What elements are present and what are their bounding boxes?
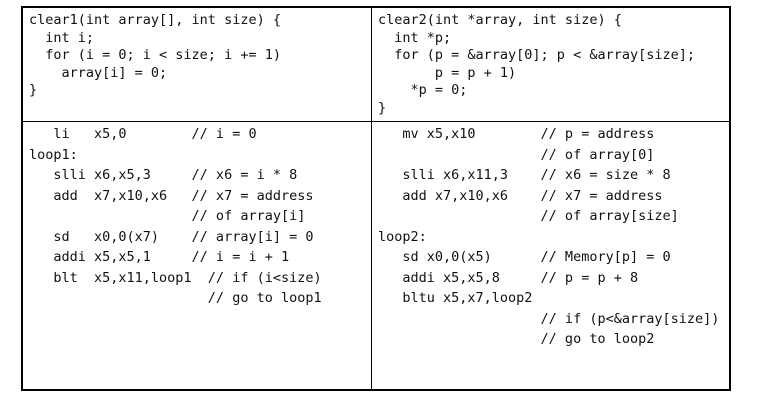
code-line: } <box>29 82 38 98</box>
asm-comment-line: // of array[0] <box>378 146 655 163</box>
asm-comment-line: // go to loop2 <box>378 331 655 347</box>
asm-line: sd x0,0(x5) // Memory[p] = 0 <box>378 249 671 265</box>
clear1-risc-v-assembly: li x5,0 // i = 0 loop1: slli x6,x5,3 // x… <box>23 122 371 309</box>
code-line: for (i = 0; i < size; i += 1) <box>29 47 281 63</box>
code-line: clear1(int array[], int size) { <box>29 12 281 28</box>
asm-line: add x7,x10,x6 // x7 = address <box>378 187 663 204</box>
asm-comment-line: // of array[i] <box>29 208 306 224</box>
asm-comment-line: // of array[size] <box>378 208 679 224</box>
asm-line: sd x0,0(x7) // array[i] = 0 <box>29 228 314 245</box>
asm-label-line: loop2: <box>378 228 427 245</box>
asm-comment-line: // if (p<&array[size]) <box>378 310 720 327</box>
asm-line: addi x5,x5,8 // p = p + 8 <box>378 269 639 286</box>
asm-line: mv x5,x10 // p = address <box>378 126 655 142</box>
clear1-c-code: clear1(int array[], int size) { int i; f… <box>23 8 371 100</box>
code-line: for (p = &array[0]; p < &array[size]; <box>378 47 695 63</box>
code-line: } <box>378 99 387 116</box>
clear2-c-code-cell: clear2(int *array, int size) { int *p; f… <box>372 8 729 122</box>
clear2-risc-v-assembly: mv x5,x10 // p = address // of array[0] … <box>372 122 729 350</box>
asm-line: slli x6,x5,3 // x6 = i * 8 <box>29 167 298 183</box>
clear1-asm-cell: li x5,0 // i = 0 loop1: slli x6,x5,3 // x… <box>23 122 372 389</box>
code-line: p = p + 1) <box>378 64 517 81</box>
clear2-asm-cell: mv x5,x10 // p = address // of array[0] … <box>372 122 729 389</box>
asm-line: blt x5,x11,loop1 // if (i<size) <box>29 269 322 286</box>
clear1-c-code-cell: clear1(int array[], int size) { int i; f… <box>23 8 372 122</box>
asm-label-line: loop1: <box>29 146 78 163</box>
code-line: *p = 0; <box>378 82 468 98</box>
code-line: clear2(int *array, int size) { <box>378 12 622 28</box>
code-comparison-table: clear1(int array[], int size) { int i; f… <box>21 6 731 391</box>
code-line: array[i] = 0; <box>29 64 168 81</box>
asm-line: bltu x5,x7,loop2 <box>378 290 533 306</box>
asm-line: slli x6,x11,3 // x6 = size * 8 <box>378 167 671 183</box>
asm-comment-line: // go to loop1 <box>29 290 322 306</box>
asm-line: li x5,0 // i = 0 <box>29 126 257 142</box>
clear2-c-code: clear2(int *array, int size) { int *p; f… <box>372 8 729 117</box>
asm-line: add x7,x10,x6 // x7 = address <box>29 187 314 204</box>
code-line: int i; <box>29 29 95 46</box>
code-line: int *p; <box>378 29 452 46</box>
asm-line: addi x5,x5,1 // i = i + 1 <box>29 249 290 265</box>
